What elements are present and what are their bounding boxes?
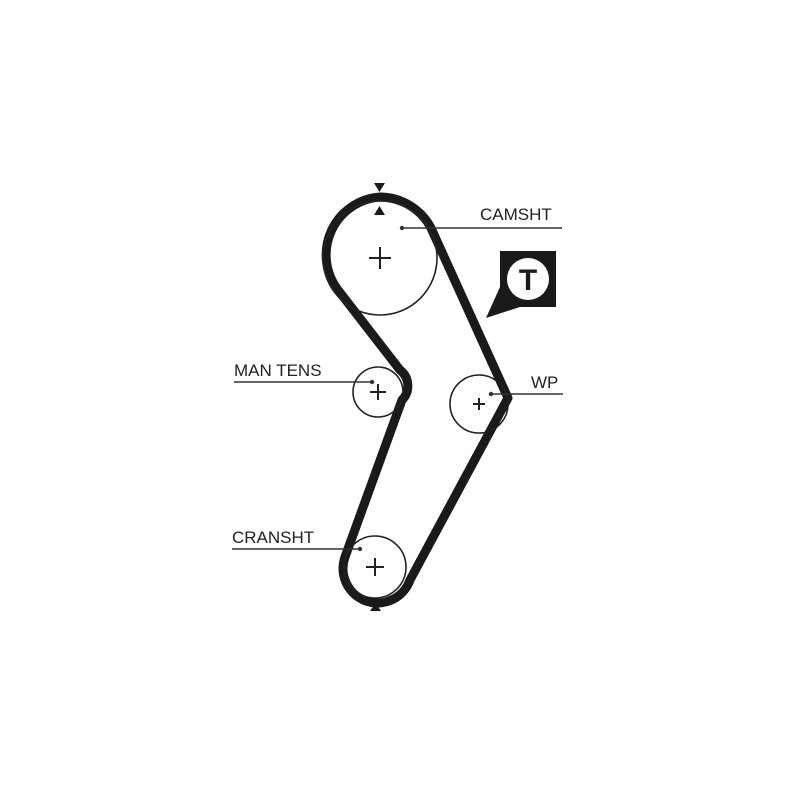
camshaft-leader	[399, 225, 562, 231]
crankshaft-leader	[232, 546, 363, 552]
water-pump-pulley	[449, 374, 509, 434]
plus-icon	[473, 398, 485, 410]
camshaft-label: CAMSHT	[480, 205, 552, 224]
triangle-marker-icon	[374, 183, 385, 192]
plus-icon	[366, 558, 384, 576]
water-pump-leader	[488, 391, 563, 397]
timing-belt	[321, 192, 513, 608]
water-pump-label: WP	[531, 373, 558, 392]
manual-tensioner-pulley	[352, 366, 404, 418]
crankshaft-pulley	[343, 535, 407, 599]
tensioner-badge-letter: T	[519, 264, 537, 297]
t-speech-bubble-icon: T	[486, 251, 556, 318]
manual-tensioner-leader	[234, 379, 375, 385]
triangle-marker-icon	[370, 603, 381, 611]
camshaft-pulley	[322, 200, 438, 316]
triangle-marker-icon	[374, 206, 385, 215]
crankshaft-label: CRANSHT	[232, 528, 314, 547]
manual-tensioner-label: MAN TENS	[234, 361, 322, 380]
plus-icon	[370, 384, 386, 400]
plus-icon	[369, 247, 391, 269]
